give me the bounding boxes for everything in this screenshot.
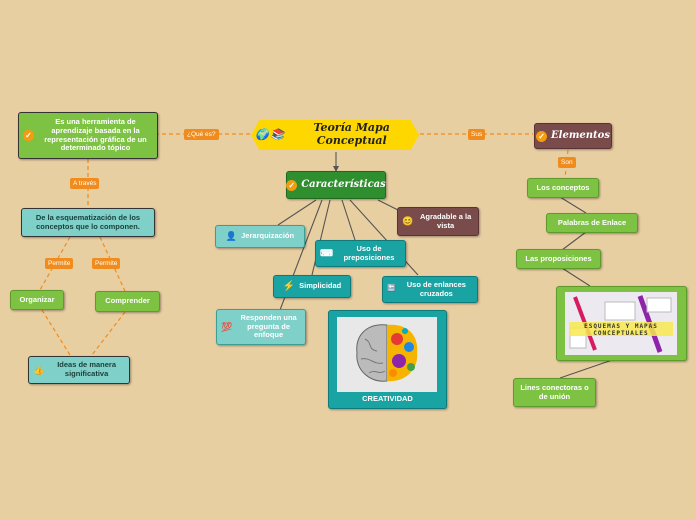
lightning-icon: ⚡: [282, 280, 296, 292]
agradable-node[interactable]: 😊 Agradable a la vista: [397, 207, 479, 236]
link-car-jerarquizacion: [277, 199, 317, 226]
link-comprender-ideas: [91, 311, 126, 356]
central-title: Teoría Mapa Conceptual: [313, 121, 390, 147]
person-icon: 👤: [225, 231, 238, 242]
elementos-node[interactable]: ✓ Elementos: [534, 123, 612, 149]
link-palabras-proposiciones: [561, 231, 587, 251]
label-permite-2: Permite: [92, 258, 121, 269]
keyboard-icon: ⌨: [320, 248, 333, 259]
creatividad-node[interactable]: CREATIVIDAD: [328, 310, 447, 409]
definition-node[interactable]: ✓ Es una herramienta de aprendizaje basa…: [18, 112, 158, 159]
enlaces-node[interactable]: 🔚 Uso de enlances cruzados: [382, 276, 478, 303]
label-a-traves: A través: [70, 178, 100, 189]
palabras-node[interactable]: Palabras de Enlace: [546, 213, 638, 233]
link-proposiciones-imagen: [561, 267, 591, 287]
organizar-node[interactable]: Organizar: [10, 290, 64, 310]
smile-icon: 😊: [402, 216, 414, 227]
preposiciones-node[interactable]: ⌨ Uso de preposiciones: [315, 240, 406, 267]
link-car-enlaces: [349, 199, 419, 276]
esquemas-caption: ESQUEMAS Y MAPAS CONCEPTUALES: [584, 323, 658, 337]
link-car-agradable: [377, 199, 399, 211]
label-son: Son: [558, 157, 576, 168]
label-que-es: ¿Qué es?: [184, 129, 219, 140]
end-icon: 🔚: [387, 285, 396, 293]
simplicidad-node[interactable]: ⚡ Simplicidad: [273, 275, 351, 298]
hundred-icon: 💯: [221, 321, 233, 332]
link-imagen-lineas: [559, 357, 619, 379]
esquemas-image: ESQUEMAS Y MAPAS CONCEPTUALES: [565, 292, 677, 355]
link-car-preposiciones: [341, 199, 356, 241]
conceptos-node[interactable]: Los conceptos: [527, 178, 599, 198]
link-organizar-ideas: [41, 309, 71, 356]
comprender-node[interactable]: Comprender: [95, 291, 160, 312]
ideas-node[interactable]: 👍 Ideas de manera significativa: [28, 356, 130, 384]
caracteristicas-node[interactable]: ✓ Características: [286, 171, 386, 199]
brain-image: [337, 317, 437, 392]
globe-icon: 🌍: [255, 127, 269, 141]
central-topic[interactable]: 🌍 📚 Teoría Mapa Conceptual: [251, 120, 419, 150]
esquemas-image-node[interactable]: ESQUEMAS Y MAPAS CONCEPTUALES: [556, 286, 687, 361]
proposiciones-node[interactable]: Las proposiciones: [516, 249, 601, 269]
jerarquizacion-node[interactable]: 👤 Jerarquización: [215, 225, 305, 248]
check-icon: ✓: [23, 130, 34, 141]
method-node[interactable]: De la esquematización de los conceptos q…: [21, 208, 155, 237]
link-conceptos-palabras: [559, 196, 587, 214]
creatividad-label: CREATIVIDAD: [362, 394, 413, 403]
responden-node[interactable]: 💯 Responden una pregunta de enfoque: [216, 309, 306, 345]
check-icon: ✓: [536, 130, 548, 142]
label-sus: Sus: [468, 129, 486, 140]
check-icon: ✓: [286, 179, 298, 191]
label-permite-1: Permite: [45, 258, 74, 269]
thumbs-up-icon: 👍: [33, 364, 45, 375]
books-icon: 📚: [270, 127, 285, 141]
lineas-node[interactable]: Lines conectoras o de unión: [513, 378, 596, 407]
